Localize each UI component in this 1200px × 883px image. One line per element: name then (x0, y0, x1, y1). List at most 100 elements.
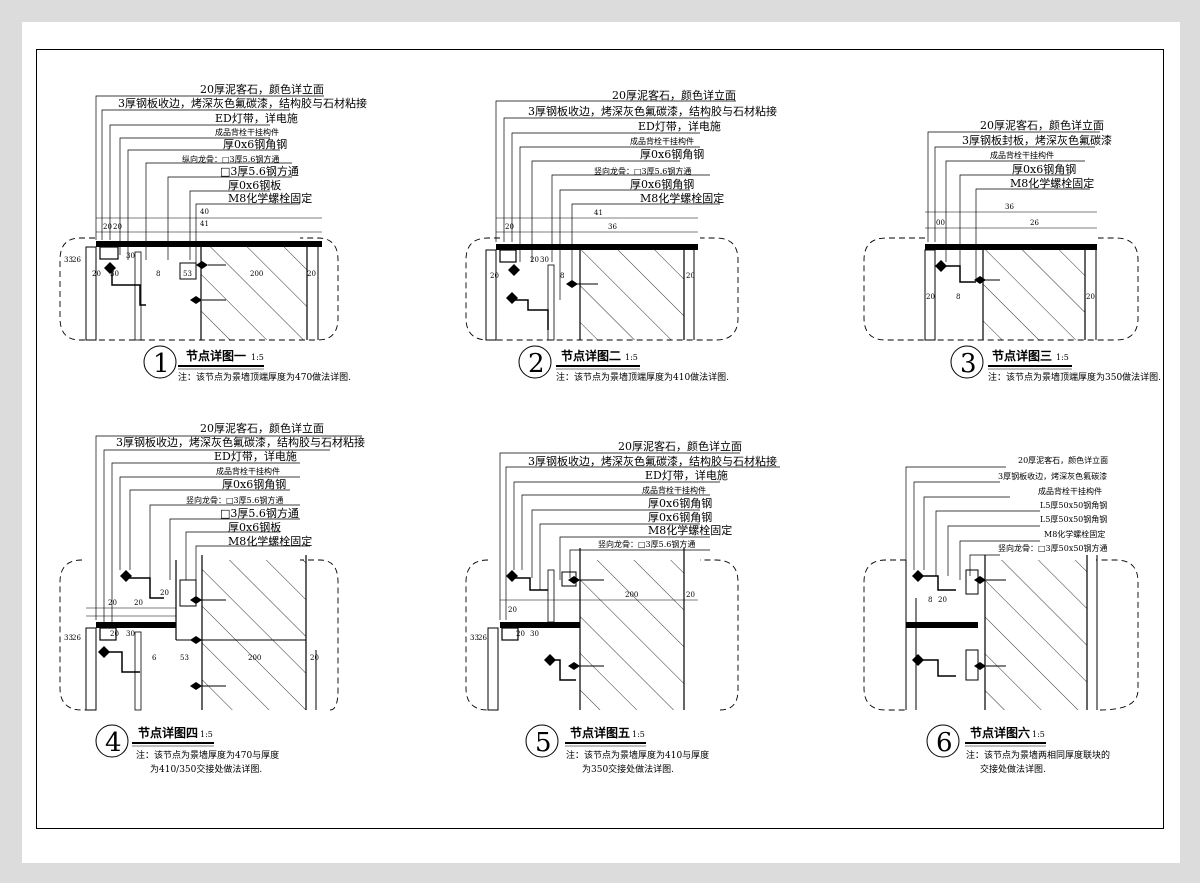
detail-4: 20 20 20 33 26 20 30 6 53 200 20 20厚泥客石，… (59, 421, 365, 775)
drawing-frame (36, 49, 1164, 829)
callout-label: ED灯带，详电施 (214, 449, 297, 463)
capping-plate (496, 244, 698, 250)
dim-label: 20 (686, 272, 695, 280)
capping-plate (96, 622, 176, 628)
callout-label: 厚0x6钢角钢 (640, 148, 704, 161)
callout-label: 成品背栓干挂构件 (215, 127, 279, 137)
dim-label: 8 (956, 293, 960, 301)
concrete-wall (580, 250, 684, 340)
callout-label: ED灯带，详电施 (645, 468, 728, 482)
dim-label: 53 (180, 654, 189, 662)
detail-scale: 1:5 (200, 730, 213, 739)
dim-label: 30 (540, 256, 549, 264)
callout-label: 厚0x6钢角钢 (630, 178, 694, 191)
dim-label: 20 (134, 599, 143, 607)
dim-label: 36 (1005, 203, 1014, 211)
detail-title: 节点详图六 (970, 725, 1030, 740)
dim-label: 20 (310, 654, 319, 662)
detail-1: 41 40 20 20 30 33 26 20 30 8 53 200 20 2… (59, 82, 367, 383)
dim-label: 200 (250, 270, 263, 278)
dim-label: 00 (936, 219, 945, 227)
detail-number: 3 (960, 349, 977, 379)
callout-label: □3厚5.6钢方通 (220, 164, 299, 178)
callout-label: 厚0x6钢板 (228, 178, 281, 192)
dim-label: 20 (110, 630, 119, 638)
callout-label: □3厚5.6钢方通 (220, 506, 299, 520)
detail-number: 1 (153, 349, 170, 379)
dim-label: 20 (938, 596, 947, 604)
dim-label: 20 (505, 223, 514, 231)
detail-note: 注：该节点为景墙顶端厚度为470做法详图. (178, 371, 351, 383)
callout-label: 竖向龙骨：□3厚50x50钢方通 (998, 543, 1108, 553)
dim-label: 20 (686, 591, 695, 599)
detail-5: 200 20 20 33 26 20 30 20厚泥客石，颜色详立面 3厚钢板收… (465, 439, 780, 775)
callout-label: 20厚泥客石，颜色详立面 (612, 88, 736, 102)
detail-note: 为410/350交接处做法详图. (150, 763, 262, 775)
detail-scale: 1:5 (625, 353, 638, 362)
concrete-wall (580, 560, 684, 710)
detail-note: 注：该节点为景墙顶端厚度为350做法详图. (988, 371, 1161, 383)
callout-label: 成品背栓干挂构件 (642, 485, 706, 495)
dim-label: 33 (470, 634, 479, 642)
concrete-wall (201, 247, 307, 340)
dim-label: 20 (530, 256, 539, 264)
callout-label: 20厚泥客石，颜色详立面 (1018, 455, 1108, 465)
callout-label: 成品背栓干挂构件 (216, 466, 280, 476)
callout-label: 竖向龙骨：□3厚5.6钢方通 (598, 539, 695, 549)
detail-3: 36 00 26 20 8 20 20厚泥客石，颜色详立面 3厚钢板封板，烤深灰… (863, 118, 1161, 383)
dim-label: 36 (608, 223, 617, 231)
dim-label: 20 (160, 589, 169, 597)
detail-title: 节点详图一 (186, 348, 246, 363)
detail-title: 节点详图四 (138, 725, 198, 740)
dim-label: 53 (183, 270, 192, 278)
dim-label: 8 (928, 596, 932, 604)
callout-label: ED灯带，详电施 (638, 119, 721, 133)
dim-label: 26 (72, 256, 81, 264)
dim-label: 20 (516, 630, 525, 638)
callout-label: 厚0x6钢角钢 (648, 511, 712, 524)
dim-label: 40 (200, 208, 209, 216)
callout-label: 3厚钢板收边，烤深灰色氟碳漆，结构胶与石材粘接 (116, 435, 365, 449)
dim-label: 30 (126, 630, 135, 638)
dim-label: 33 (64, 256, 73, 264)
callout-label: M8化学螺栓固定 (1044, 529, 1105, 539)
callout-label: 3厚钢板收边，烤深灰色氟碳漆，结构胶与石材粘接 (118, 96, 367, 110)
callout-label: 厚0x6钢角钢 (1012, 163, 1076, 176)
detail-6: 8 20 20厚泥客石，颜色详立面 3厚钢板收边，烤深灰色氟碳漆 成品背栓干挂构… (863, 455, 1139, 775)
dim-label: 30 (530, 630, 539, 638)
callout-label: 3厚钢板收边，烤深灰色氟碳漆，结构胶与石材粘接 (528, 104, 777, 118)
dim-label: 200 (248, 654, 261, 662)
detail-note: 交接处做法详图. (980, 763, 1046, 775)
dim-label: 20 (1086, 293, 1095, 301)
detail-2: 41 36 20 20 30 20 8 20 20厚泥客石，颜色详立面 3厚钢板… (465, 88, 777, 383)
detail-note: 注：该节点为景墙厚度为470与厚度 (136, 749, 279, 761)
callout-label: 厚0x6钢板 (228, 520, 281, 534)
detail-note: 注：该节点为景墙两相同厚度联块的 (966, 749, 1110, 761)
callout-label: 20厚泥客石，颜色详立面 (200, 82, 324, 96)
dim-label: 33 (64, 634, 73, 642)
callout-label: 厚0x6钢角钢 (223, 138, 287, 151)
dim-label: 30 (110, 270, 119, 278)
concrete-wall (983, 250, 1085, 340)
callout-label: 20厚泥客石，颜色详立面 (618, 439, 742, 453)
callout-label: 3厚钢板收边，烤深灰色氟碳漆，结构胶与石材粘接 (528, 454, 777, 468)
callout-label: M8化学螺栓固定 (228, 534, 312, 548)
callout-label: 3厚钢板封板，烤深灰色氟碳漆 (962, 133, 1112, 147)
callout-label: 竖向龙骨：□3厚5.6钢方通 (186, 495, 283, 505)
dim-label: 20 (490, 272, 499, 280)
capping-plate (96, 241, 322, 247)
callout-label: 竖向龙骨：□3厚5.6钢方通 (594, 166, 691, 176)
callout-label: 20厚泥客石，颜色详立面 (200, 421, 324, 435)
dim-label: 200 (625, 591, 638, 599)
capping-plate (500, 622, 580, 628)
callout-label: 成品背栓干挂构件 (630, 136, 694, 146)
concrete-wall (985, 560, 1087, 710)
callout-label: L5厚50x50钢角钢 (1040, 500, 1107, 510)
dim-label: 20 (92, 270, 101, 278)
capping-plate (906, 622, 978, 628)
dim-label: 41 (200, 220, 209, 228)
dim-label: 20 (103, 223, 112, 231)
dim-label: 20 (926, 293, 935, 301)
dim-label: 6 (152, 654, 157, 662)
dim-label: 20 (113, 223, 122, 231)
